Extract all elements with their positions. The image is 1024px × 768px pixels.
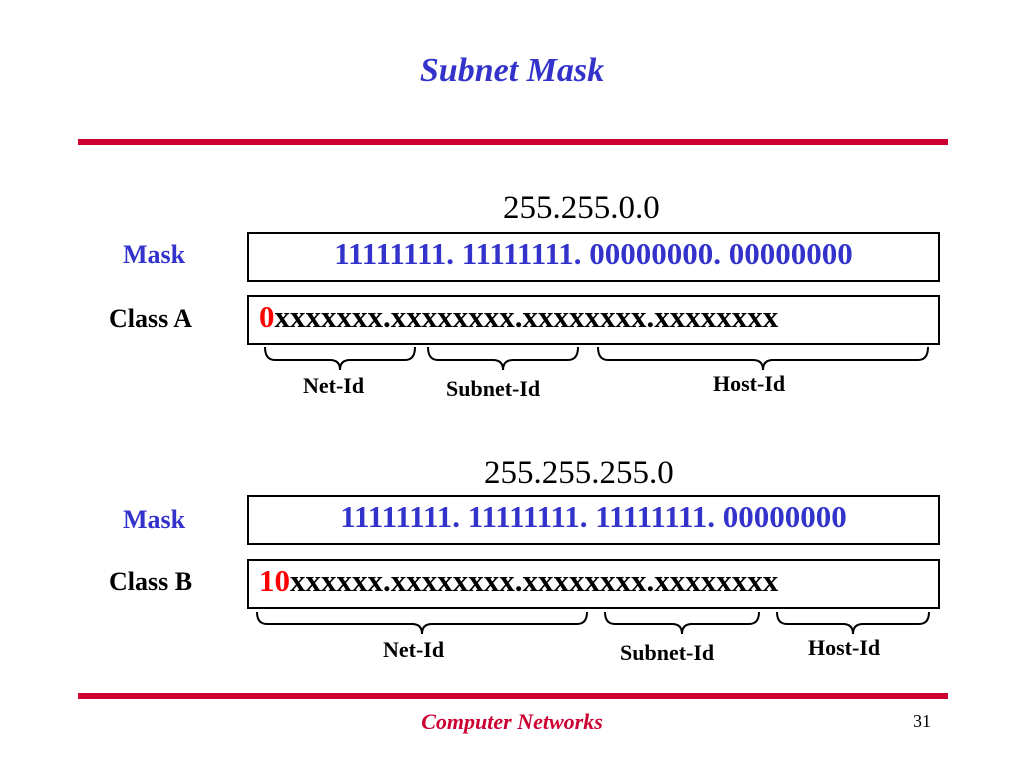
slide-title: Subnet Mask bbox=[419, 52, 605, 89]
footer-title: Computer Networks bbox=[421, 709, 603, 734]
mask-label-class-b: Mask bbox=[123, 505, 186, 534]
field-label-host-id-a: Host-Id bbox=[713, 371, 786, 396]
mask-decimal-class-b: 255.255.255.0 bbox=[484, 455, 674, 491]
class-bits-box-a: 0xxxxxxx.xxxxxxxx.xxxxxxxx.xxxxxxxx bbox=[247, 295, 940, 345]
mask-decimal-class-a: 255.255.0.0 bbox=[503, 190, 660, 226]
mask-bits-class-a: 11111111. 11111111. 00000000. 00000000 bbox=[334, 236, 853, 271]
class-label-a: Class A bbox=[109, 304, 193, 333]
class-bits-b: xxxxxx.xxxxxxxx.xxxxxxxx.xxxxxxxx bbox=[290, 563, 779, 598]
bottom-divider bbox=[78, 693, 948, 699]
field-label-host-id-b: Host-Id bbox=[808, 635, 881, 660]
field-label-subnet-id-b: Subnet-Id bbox=[620, 640, 715, 665]
mask-bits-box-class-a: 11111111. 11111111. 00000000. 00000000 bbox=[247, 232, 940, 282]
top-divider bbox=[78, 139, 948, 145]
brace-subnet-id-b bbox=[604, 611, 760, 635]
brace-net-id-b bbox=[256, 611, 588, 635]
class-prefix-b: 10 bbox=[259, 563, 290, 598]
mask-bits-class-b: 11111111. 11111111. 11111111. 00000000 bbox=[340, 499, 847, 534]
mask-label-class-a: Mask bbox=[123, 240, 186, 269]
class-prefix-a: 0 bbox=[259, 299, 275, 334]
brace-net-id-a bbox=[264, 346, 416, 371]
page-number: 31 bbox=[913, 711, 931, 731]
class-bits-box-b: 10xxxxxx.xxxxxxxx.xxxxxxxx.xxxxxxxx bbox=[247, 559, 940, 609]
brace-host-id-b bbox=[776, 611, 930, 635]
class-bits-a: xxxxxxx.xxxxxxxx.xxxxxxxx.xxxxxxxx bbox=[274, 299, 779, 334]
field-label-subnet-id-a: Subnet-Id bbox=[446, 376, 541, 401]
class-label-b: Class B bbox=[109, 567, 193, 596]
field-label-net-id-a: Net-Id bbox=[303, 373, 365, 398]
brace-subnet-id-a bbox=[427, 346, 579, 371]
mask-bits-box-class-b: 11111111. 11111111. 11111111. 00000000 bbox=[247, 495, 940, 545]
brace-host-id-a bbox=[597, 346, 929, 371]
field-label-net-id-b: Net-Id bbox=[383, 637, 445, 662]
